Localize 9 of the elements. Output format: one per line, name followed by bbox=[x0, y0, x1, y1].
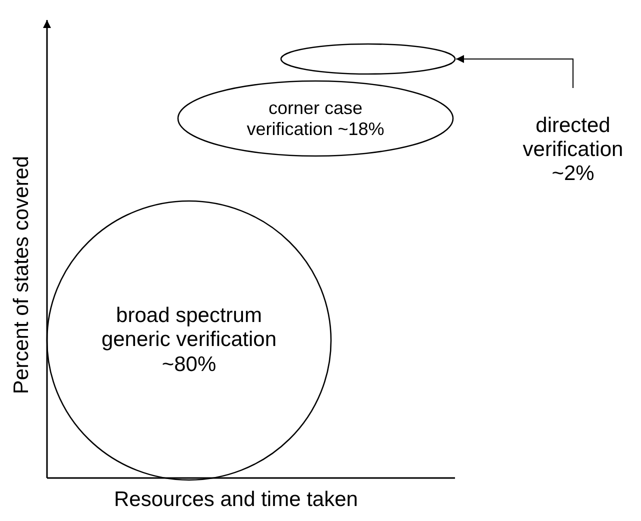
region-label: corner case verification ~18% bbox=[246, 98, 386, 140]
region-label: broad spectrum generic verification ~80% bbox=[100, 304, 278, 377]
y-axis-title: Percent of states covered bbox=[10, 156, 34, 394]
node-label: directed verification ~2% bbox=[505, 88, 641, 212]
ellipse-region bbox=[177, 80, 454, 157]
ellipse-region bbox=[280, 43, 456, 75]
ellipse-region bbox=[46, 200, 332, 481]
x-axis-title: Resources and time taken bbox=[114, 488, 358, 512]
arrow bbox=[456, 55, 574, 88]
